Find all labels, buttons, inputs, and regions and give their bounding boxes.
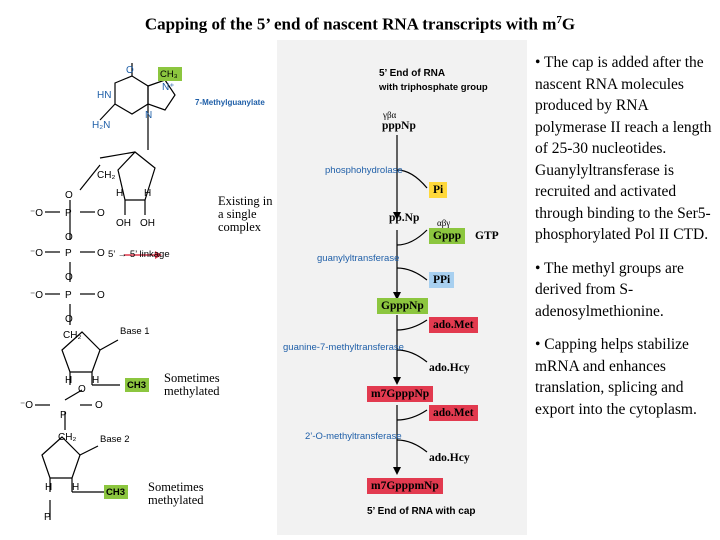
greek-gba: γβα xyxy=(383,110,397,120)
svg-text:O: O xyxy=(97,290,105,301)
svg-text:O: O xyxy=(65,232,73,243)
adomet-box-2: ado.Met xyxy=(429,405,478,421)
capping-pathway-panel: 5’ End of RNA with triphosphate group γβ… xyxy=(277,40,527,535)
svg-text:H: H xyxy=(65,375,72,386)
start-subtitle: with triphosphate group xyxy=(379,82,488,93)
complex-note: Existing in a single complex xyxy=(218,194,273,234)
svg-text:O: O xyxy=(65,190,73,201)
base2-label: Base 2 xyxy=(100,434,130,445)
svg-text:⁻O: ⁻O xyxy=(30,290,43,301)
svg-text:CH₂: CH₂ xyxy=(63,330,81,341)
svg-text:O: O xyxy=(65,272,73,283)
ch3-label-1: CH3 xyxy=(127,380,147,391)
gpppNp-box: GpppNp xyxy=(377,298,428,314)
svg-text:⁻O: ⁻O xyxy=(30,208,43,219)
methylated-note-1: Sometimes methylated xyxy=(164,371,220,398)
svg-text:P: P xyxy=(65,290,72,301)
svg-text:CH₂: CH₂ xyxy=(97,170,115,181)
linkage-label: 5’ → 5’ linkage xyxy=(108,249,170,260)
svg-text:H: H xyxy=(45,482,52,493)
bullet-1: • The cap is added after the nascent RNA… xyxy=(535,54,712,243)
adohcy-label-2: ado.Hcy xyxy=(429,452,470,464)
svg-text:H: H xyxy=(92,375,99,386)
enzyme-omt: 2’-O-methyltransferase xyxy=(305,431,402,442)
m7Gpppm-box: m7GpppmNp xyxy=(367,478,443,494)
svg-text:P: P xyxy=(65,208,72,219)
adomet-box-1: ado.Met xyxy=(429,317,478,333)
base1-label: Base 1 xyxy=(120,326,150,337)
svg-text:O: O xyxy=(95,400,103,411)
enzyme-guanylyltransferase: guanylyltransferase xyxy=(317,253,400,264)
svg-text:⁻O: ⁻O xyxy=(20,400,33,411)
methylated-note-2: Sometimes methylated xyxy=(148,480,204,507)
svg-text:⁻O: ⁻O xyxy=(30,248,43,259)
pathway-arrows xyxy=(393,135,428,475)
bullet-text-column: • The cap is added after the nascent RNA… xyxy=(535,52,717,432)
svg-text:O: O xyxy=(65,314,73,325)
enzyme-g7mt: guanine-7-methyltransferase xyxy=(283,342,404,353)
svg-text:P: P xyxy=(65,248,72,259)
methylguanylate-label: 7-Methylguanylate xyxy=(195,98,265,107)
svg-text:O: O xyxy=(78,384,86,395)
start-title: 5’ End of RNA xyxy=(379,68,446,79)
gtp-label: GTP xyxy=(475,230,499,242)
gppp-box: Gppp xyxy=(429,228,466,244)
m7GpppNp-box: m7GpppNp xyxy=(367,386,434,402)
svg-text:OH: OH xyxy=(116,218,131,229)
svg-text:N: N xyxy=(145,110,152,121)
svg-text:H: H xyxy=(72,482,79,493)
svg-text:O: O xyxy=(97,208,105,219)
svg-text:OH: OH xyxy=(140,218,155,229)
ppi-box: PPi xyxy=(429,272,455,288)
svg-text:H: H xyxy=(144,188,151,199)
svg-text:HN: HN xyxy=(97,90,111,101)
svg-text:P: P xyxy=(44,512,51,523)
svg-text:N⁺: N⁺ xyxy=(162,82,175,93)
svg-text:O: O xyxy=(97,248,105,259)
greek-abg: αβγ xyxy=(437,218,451,228)
pppNp-label: pppNp xyxy=(382,120,416,132)
ch3-label-top: CH₃ xyxy=(160,69,178,80)
svg-text:O: O xyxy=(126,65,134,76)
adohcy-label-1: ado.Hcy xyxy=(429,362,470,374)
svg-text:CH₂: CH₂ xyxy=(58,432,76,443)
enzyme-phosphohydrolase: phosphohydrolase xyxy=(325,165,403,176)
end-label: 5’ End of RNA with cap xyxy=(367,506,476,517)
ppNp-label: pp.Np xyxy=(389,212,420,224)
bullet-2: • The methyl groups are derived from S-a… xyxy=(535,259,684,320)
slide-title: Capping of the 5’ end of nascent RNA tra… xyxy=(144,14,576,34)
cap-structure-diagram: O HN H₂N N⁺ N CH₂ H H OH OH O P O P O P … xyxy=(20,63,182,523)
svg-text:P: P xyxy=(60,410,67,421)
svg-text:H: H xyxy=(116,188,123,199)
pi-box: Pi xyxy=(429,182,448,198)
ch3-label-2: CH3 xyxy=(106,487,126,498)
bullet-3: • Capping helps stabilize mRNA and enhan… xyxy=(535,336,697,418)
svg-text:H₂N: H₂N xyxy=(92,120,110,131)
